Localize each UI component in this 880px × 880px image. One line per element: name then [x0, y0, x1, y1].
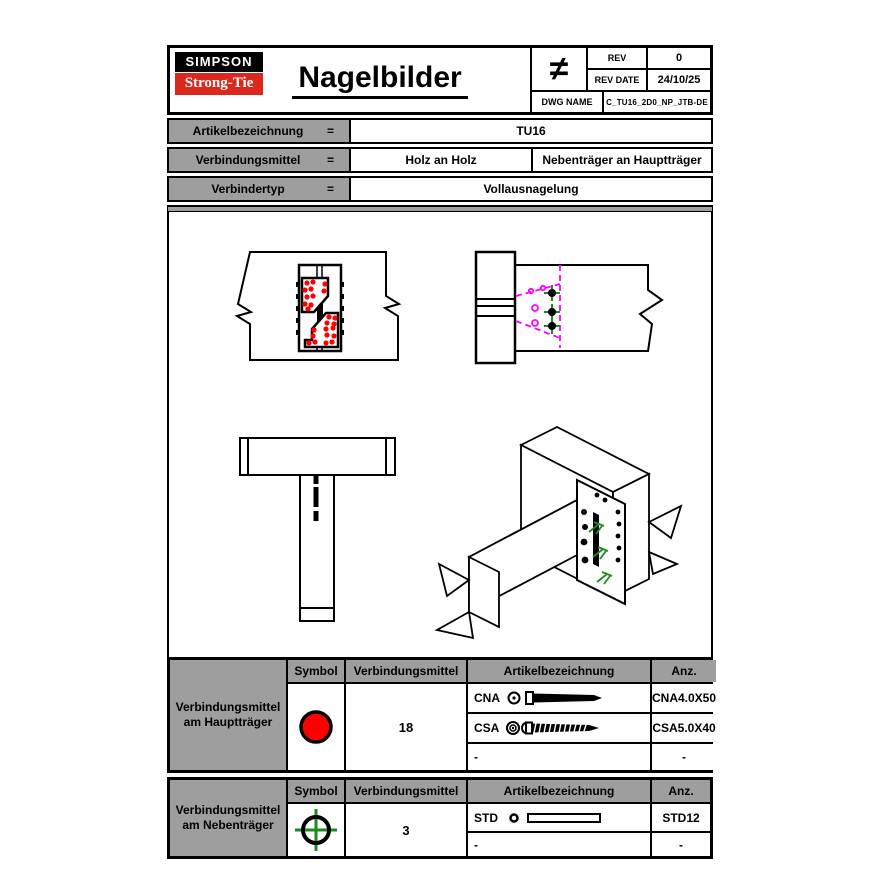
fastener-row-empty: - [468, 744, 650, 770]
column-header-anz: Anz. [652, 660, 717, 682]
isometric-view-drawing [434, 425, 683, 640]
verbindungsmittel-value-1: Holz an Holz [351, 149, 531, 171]
article-cell: - [652, 744, 717, 770]
page-title: Nagelbilder [292, 61, 468, 99]
technical-drawings [234, 250, 683, 640]
column-header-anz: Anz. [652, 780, 710, 802]
column-header-artikelbezeichnung: Artikelbezeichnung [468, 660, 650, 682]
red-circle-icon [299, 710, 333, 744]
article-info-table: Artikelbezeichnung= TU16 Verbindungsmitt… [167, 118, 713, 202]
fastener-row-std: STD [468, 804, 650, 831]
logo-strongtie-text: Strong-Tie [175, 73, 263, 95]
info-row-artikelbezeichnung: Artikelbezeichnung= TU16 [167, 118, 713, 144]
screw-icon [506, 721, 600, 735]
revision-block: ≠ REV 0 REV DATE 24/10/25 DWG NAME C_TU1… [532, 48, 710, 112]
fastener-row-empty: - [468, 833, 650, 856]
column-header-verbindungsmittel: Verbindungsmittel [346, 660, 466, 682]
info-row-verbindertyp: Verbindertyp= Vollausnagelung [167, 176, 713, 202]
plan-view-drawing [239, 437, 396, 622]
section-divider [167, 205, 713, 212]
artikelbezeichnung-value: TU16 [351, 120, 711, 142]
dowel-icon [509, 812, 601, 823]
rev-date-value: 24/10/25 [648, 70, 710, 90]
iso-nail-heads [580, 492, 622, 564]
column-header-verbindungsmittel: Verbindungsmittel [346, 780, 466, 802]
fastener-row-csa: CSA [468, 714, 650, 742]
article-cell: - [652, 833, 710, 856]
drawing-sheet: SIMPSON Strong-Tie Nagelbilder ≠ REV 0 R… [167, 45, 717, 859]
not-equal-icon: ≠ [532, 48, 586, 90]
front-view-drawing [234, 251, 402, 361]
nail-icon [507, 691, 602, 705]
verbindertyp-value: Vollausnagelung [351, 178, 711, 200]
verbindungsmittel-value-2: Nebenträger an Hauptträger [533, 149, 711, 171]
dwg-name-label: DWG NAME [532, 92, 602, 112]
fastener-row-cna: CNA [468, 684, 650, 712]
green-crosshair-icon [295, 809, 337, 851]
symbol-cell [288, 804, 344, 856]
title-cell: SIMPSON Strong-Tie Nagelbilder [170, 48, 530, 112]
quantity-cell: 3 [346, 804, 466, 856]
hidden-connector-outline [515, 265, 561, 348]
nail-tick-marks [296, 282, 344, 335]
nail-markers-red [302, 279, 338, 346]
article-cell: CSA5.0X40 [652, 714, 717, 742]
article-cell: STD12 [652, 804, 710, 831]
dowel-markers-green [544, 285, 560, 334]
info-row-verbindungsmittel: Verbindungsmittel= Holz an Holz Nebenträ… [167, 147, 713, 173]
rev-date-label: REV DATE [588, 70, 646, 90]
article-cell: CNA4.0X50 [652, 684, 717, 712]
info-label: Verbindertyp= [169, 178, 349, 200]
simpson-strongtie-logo: SIMPSON Strong-Tie [175, 52, 263, 95]
column-header-symbol: Symbol [288, 660, 344, 682]
symbol-cell [288, 684, 344, 770]
rev-label: REV [588, 48, 646, 68]
info-label: Verbindungsmittel= [169, 149, 349, 171]
title-block: SIMPSON Strong-Tie Nagelbilder ≠ REV 0 R… [167, 45, 713, 115]
logo-simpson-text: SIMPSON [175, 52, 263, 72]
rev-value: 0 [648, 48, 710, 68]
side-view-drawing [474, 250, 664, 365]
iso-dowel-markers-green [588, 521, 613, 585]
column-header-artikelbezeichnung: Artikelbezeichnung [468, 780, 650, 802]
column-header-symbol: Symbol [288, 780, 344, 802]
dwg-name-value: C_TU16_2D0_NP_JTB-DE [604, 92, 710, 112]
drawing-area [167, 212, 713, 657]
quantity-cell: 18 [346, 684, 466, 770]
info-label: Artikelbezeichnung= [169, 120, 349, 142]
